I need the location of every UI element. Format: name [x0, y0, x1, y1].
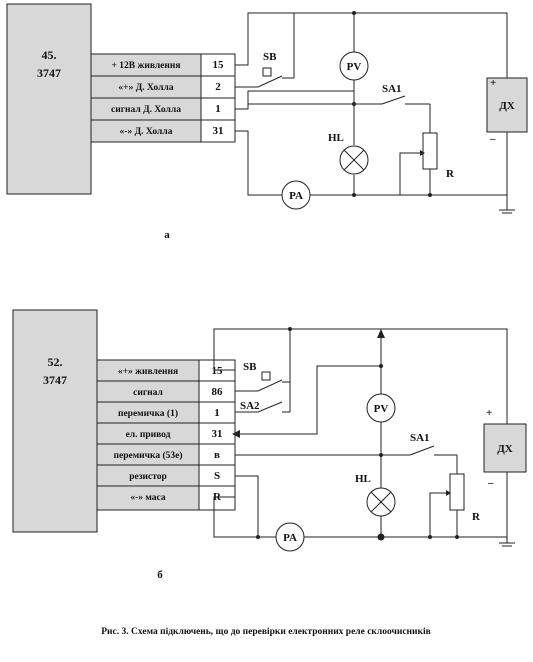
pin-b-0: 15	[212, 365, 224, 377]
pin-a-3: 31	[213, 125, 224, 137]
sa2-label-b: SA2	[240, 400, 260, 412]
sb-button-a	[262, 67, 272, 77]
row-b-label-3: ел. привод	[126, 430, 171, 440]
dh-label-b: ДХ	[497, 443, 513, 455]
row-a-label-0: + 12В живлення	[111, 61, 180, 71]
row-b-label-6: «-» маса	[130, 493, 166, 503]
pa-meter-a	[281, 180, 311, 210]
unit-b-label-2: 3747	[43, 373, 67, 387]
unit-block-b	[12, 309, 98, 533]
pin-b-3: 31	[212, 428, 223, 440]
resistor-a	[422, 132, 438, 170]
minus-b: –	[487, 477, 494, 489]
hall-sensor-a	[486, 77, 528, 133]
sa1-label-a: SA1	[382, 83, 402, 95]
pv-label-b: PV	[374, 403, 389, 415]
row-b-label-5: резистор	[129, 472, 167, 482]
terminal-labels-b	[96, 359, 200, 511]
pa-meter-b	[275, 522, 305, 552]
dh-label-a: ДХ	[499, 100, 515, 112]
pin-a-0: 15	[213, 59, 225, 71]
pin-a-2: 1	[215, 103, 221, 115]
pin-b-1: 86	[212, 386, 224, 398]
pv-label-a: PV	[347, 61, 362, 73]
minus-a: –	[489, 133, 496, 145]
sb-button-b	[261, 371, 271, 381]
plus-a: +	[490, 77, 496, 89]
row-b-label-0: «+» живлення	[118, 367, 178, 377]
r-label-b: R	[472, 511, 481, 523]
row-a-label-2: сигнал Д. Холла	[111, 105, 181, 115]
caption-a: а	[164, 229, 170, 241]
sb-label-a: SB	[263, 51, 277, 63]
pin-b-2: 1	[214, 407, 220, 419]
pa-label-a: PA	[289, 190, 303, 202]
pv-meter-a	[339, 51, 369, 81]
row-a-label-3: «-» Д. Холла	[120, 127, 173, 137]
hl-label-b: HL	[355, 473, 371, 485]
sb-label-b: SB	[243, 361, 257, 373]
pv-meter-b	[366, 393, 396, 423]
sa1-label-b: SA1	[410, 432, 430, 444]
r-label-a: R	[446, 168, 455, 180]
hl-label-a: HL	[328, 132, 344, 144]
diagram-b: 52. 3747 «+» живлення сигнал перемичка (…	[12, 309, 527, 581]
diagram-a: 45. 3747 + 12В живлення «+» Д. Холла сиг…	[6, 3, 528, 241]
caption-b: б	[157, 569, 163, 581]
pa-label-b: PA	[283, 532, 297, 544]
pin-column-b	[198, 359, 236, 511]
resistor-b	[449, 473, 465, 511]
unit-a-label-1: 45.	[42, 48, 57, 62]
row-b-label-1: сигнал	[133, 388, 163, 398]
row-b-label-4: перемичка (53е)	[114, 450, 183, 461]
hall-sensor-b	[483, 423, 527, 473]
plus-b: +	[486, 407, 492, 419]
pin-b-4: в	[214, 449, 220, 461]
unit-a-label-2: 3747	[37, 66, 61, 80]
pin-a-1: 2	[215, 81, 221, 93]
unit-b-label-1: 52.	[48, 355, 63, 369]
row-b-label-2: перемичка (1)	[118, 408, 178, 419]
pin-b-5: S	[214, 470, 220, 482]
unit-block-a	[6, 3, 92, 195]
figure-caption: Рис. 3. Схема підключень, що до перевірк…	[101, 626, 430, 637]
row-a-label-1: «+» Д. Холла	[118, 83, 173, 93]
